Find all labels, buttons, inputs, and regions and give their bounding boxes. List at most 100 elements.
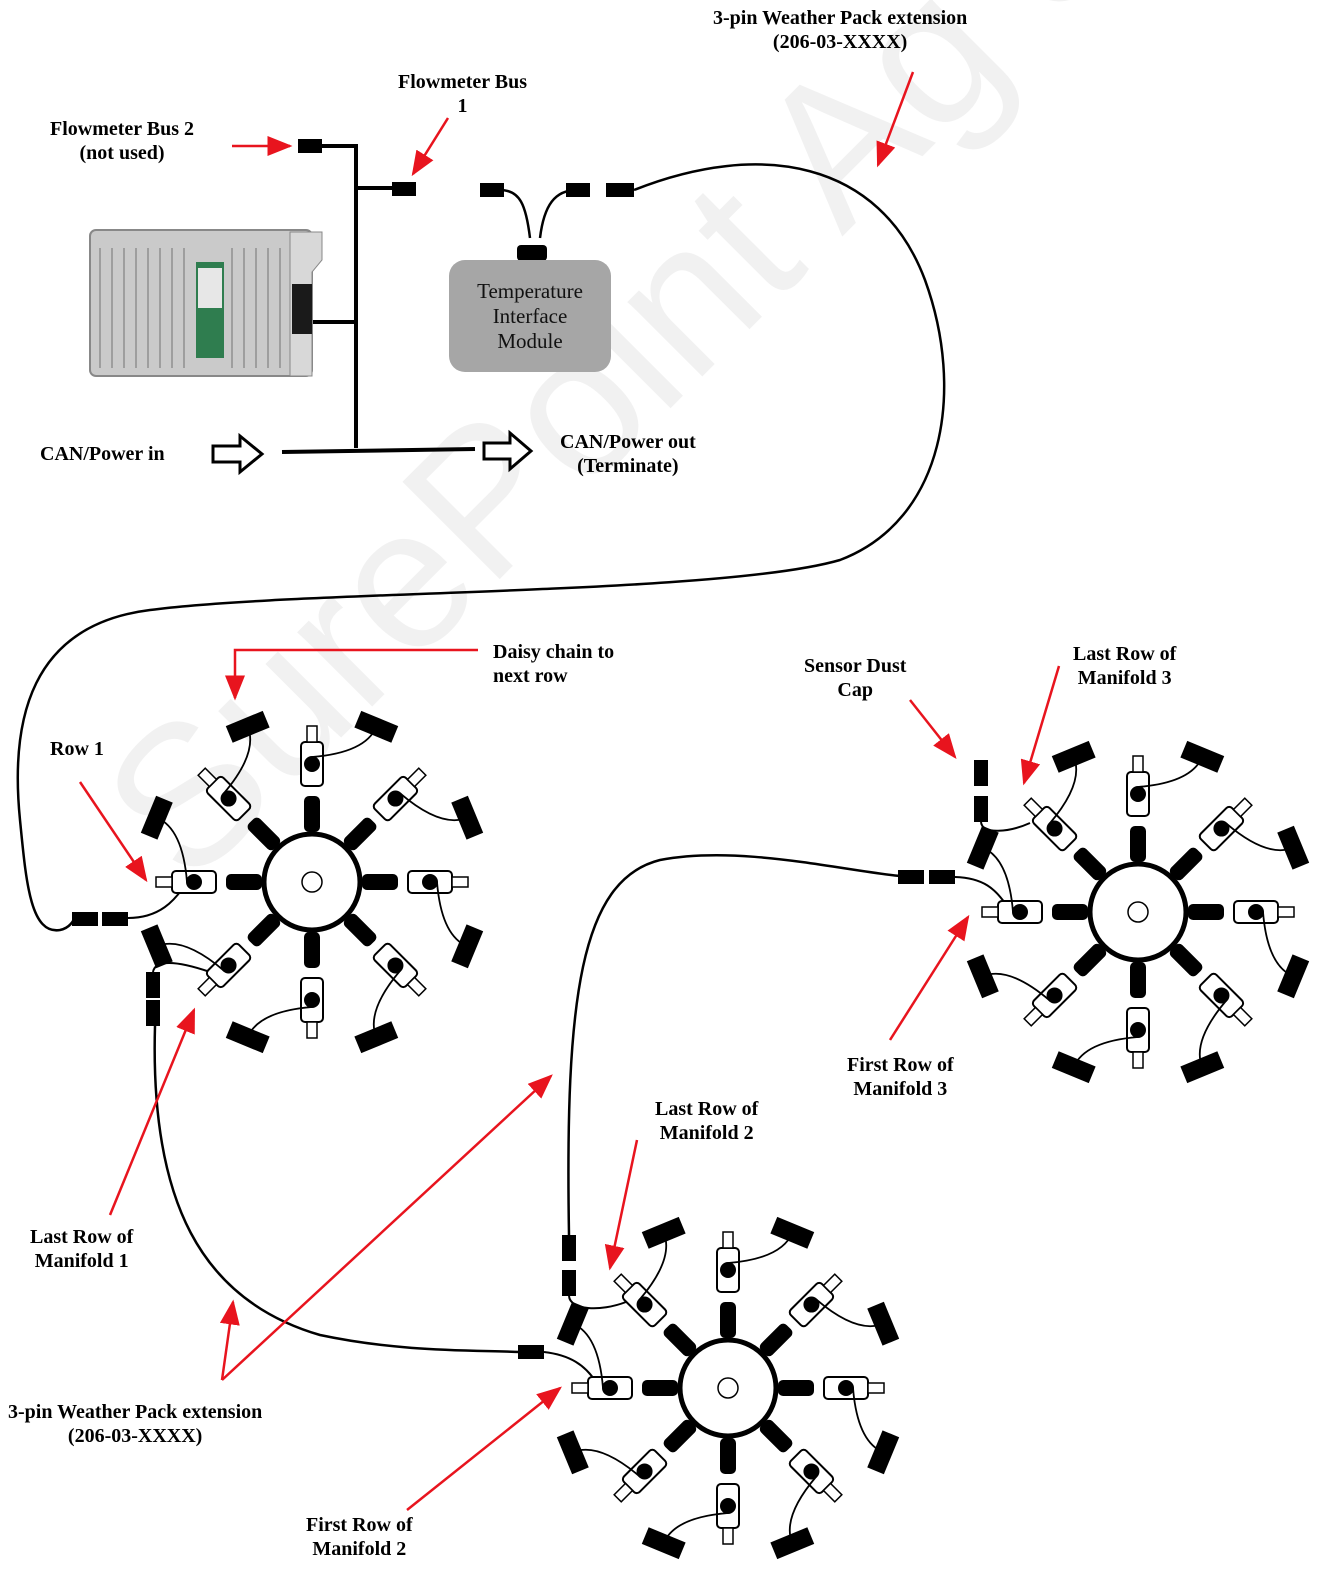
manifold-1-sensor-dot	[387, 957, 404, 974]
manifold-2-connector	[641, 1527, 686, 1560]
manifold-1-connector	[451, 795, 484, 840]
row-1-label: Row 1	[50, 738, 104, 760]
manifold-3-connector	[1277, 825, 1310, 870]
temperature-module-wires	[499, 188, 578, 239]
can-power-out-label: CAN/Power out (Terminate)	[560, 431, 696, 477]
manifold-1-tip	[306, 725, 318, 743]
manifold-3-hose	[1073, 847, 1107, 881]
temperature-connector-left	[480, 183, 504, 197]
dust-cap-connector-b	[974, 796, 988, 822]
manifold-3-tip	[1232, 797, 1253, 818]
can-power-in-label: CAN/Power in	[40, 443, 165, 465]
manifold-1-tip	[155, 876, 173, 888]
extension-cable-bottom	[153, 1025, 521, 1354]
manifold-3-sensor-dot	[1213, 987, 1230, 1004]
can-in-arrow	[211, 432, 265, 476]
manifold-3-sensor-dot	[1046, 820, 1063, 837]
harness-trunk	[281, 144, 476, 454]
manifold-3-hose	[1073, 943, 1107, 977]
manifold-1-connector	[354, 1021, 399, 1054]
manifold-1-sensor-dot	[220, 790, 237, 807]
manifold-1-connector	[225, 1021, 270, 1054]
manifold-1-connector	[140, 795, 173, 840]
manifold-2-hose	[720, 1438, 736, 1474]
temperature-connector-mid	[566, 183, 590, 197]
manifold-3-hose	[1052, 904, 1088, 920]
flowmeter-bus-2-connector	[298, 139, 322, 153]
flowmeter-bus-1-connector	[392, 182, 416, 196]
manifold-2-tip	[722, 1231, 734, 1249]
manifold-2-tip	[822, 1273, 843, 1294]
manifold-1-tip	[406, 767, 427, 788]
manifold-2-connector	[867, 1430, 900, 1475]
manifold-2-connector	[641, 1216, 686, 1249]
manifold-1-tip	[306, 1021, 318, 1039]
manifold-2-hose	[663, 1323, 697, 1357]
manifold-3-hose	[1169, 943, 1203, 977]
manifold-2-inlet	[717, 1377, 739, 1399]
last-row-manifold-3-label: Last Row of Manifold 3	[1073, 643, 1177, 689]
flowmeter-bus-1-label: Flowmeter Bus 1	[398, 71, 528, 117]
manifold-2-hose	[778, 1380, 814, 1396]
manifold-2-tip	[571, 1382, 589, 1394]
manifold-2-hose	[663, 1419, 697, 1453]
manifold-3	[966, 740, 1310, 1084]
manifold-3-sensor-dot	[1248, 904, 1264, 920]
sensor-dust-cap-label: Sensor Dust Cap	[804, 655, 907, 701]
manifold-3-sensor-dot	[1130, 1022, 1146, 1038]
manifold-2-connector	[867, 1301, 900, 1346]
manifold-3-tip	[1132, 755, 1144, 773]
manifold-1-hose	[247, 817, 281, 851]
manifold-2-tip	[822, 1482, 843, 1503]
can-out-arrow	[482, 429, 534, 473]
extension-cable-top	[16, 163, 946, 932]
manifold-3-tip	[1023, 1006, 1044, 1027]
last-row-manifold-2-label: Last Row of Manifold 2	[655, 1098, 759, 1144]
manifold-2-sensor-dot	[636, 1296, 653, 1313]
manifold-3-connector	[1277, 954, 1310, 999]
first-row-manifold-3-label: First Row of Manifold 3	[847, 1054, 954, 1100]
manifold-3-inlet	[1127, 901, 1149, 923]
manifold-3-hose	[1130, 962, 1146, 998]
temperature-module-plug	[517, 245, 547, 261]
row1-extension-connector-a	[72, 912, 98, 926]
manifold-3-hose	[1188, 904, 1224, 920]
manifold-2-hose	[642, 1380, 678, 1396]
manifold-3-hose	[1169, 847, 1203, 881]
manifold-3-tip	[981, 906, 999, 918]
extension-cable-middle	[567, 854, 901, 1236]
manifold-3-tip	[1132, 1051, 1144, 1069]
manifold-2-sensor-dot	[838, 1380, 854, 1396]
manifold-2-sensor-dot	[803, 1463, 820, 1480]
manifold-1	[140, 710, 484, 1054]
manifold3-first-connector-b	[929, 870, 955, 884]
flowmeter-bus-2-label: Flowmeter Bus 2 (not used)	[50, 118, 195, 164]
last-row-manifold-1-label: Last Row of Manifold 1	[30, 1226, 134, 1272]
manifold-1-connector	[451, 924, 484, 969]
manifold-1-hose	[343, 817, 377, 851]
manifold-2-sensor-dot	[602, 1380, 618, 1396]
manifold-1-sensor-dot	[304, 992, 320, 1008]
manifold-1-hose	[304, 932, 320, 968]
manifold-3-connector	[1180, 740, 1225, 773]
manifold-3-sensor-dot	[1012, 904, 1028, 920]
manifold-1-hose	[362, 874, 398, 890]
manifold-2-connector	[556, 1430, 589, 1475]
controller-module	[89, 229, 323, 377]
manifold2-last-connector-a	[562, 1235, 576, 1261]
manifold-1-sensor-dot	[422, 874, 438, 890]
manifold-2-connector	[770, 1216, 815, 1249]
manifold1-last-connector-a	[146, 972, 160, 998]
manifold-3-sensor-dot	[1213, 820, 1230, 837]
manifold-3-connector	[1051, 740, 1096, 773]
manifold2-first-connector	[518, 1345, 544, 1359]
manifold-1-tip	[406, 976, 427, 997]
manifold-2-tip	[867, 1382, 885, 1394]
manifold-1-hose	[226, 874, 262, 890]
manifold-2-tip	[722, 1527, 734, 1545]
manifold-3-tip	[1277, 906, 1295, 918]
manifold3-first-connector-a	[898, 870, 924, 884]
manifold-2-sensor-dot	[636, 1463, 653, 1480]
extension-connector-top	[606, 183, 634, 197]
